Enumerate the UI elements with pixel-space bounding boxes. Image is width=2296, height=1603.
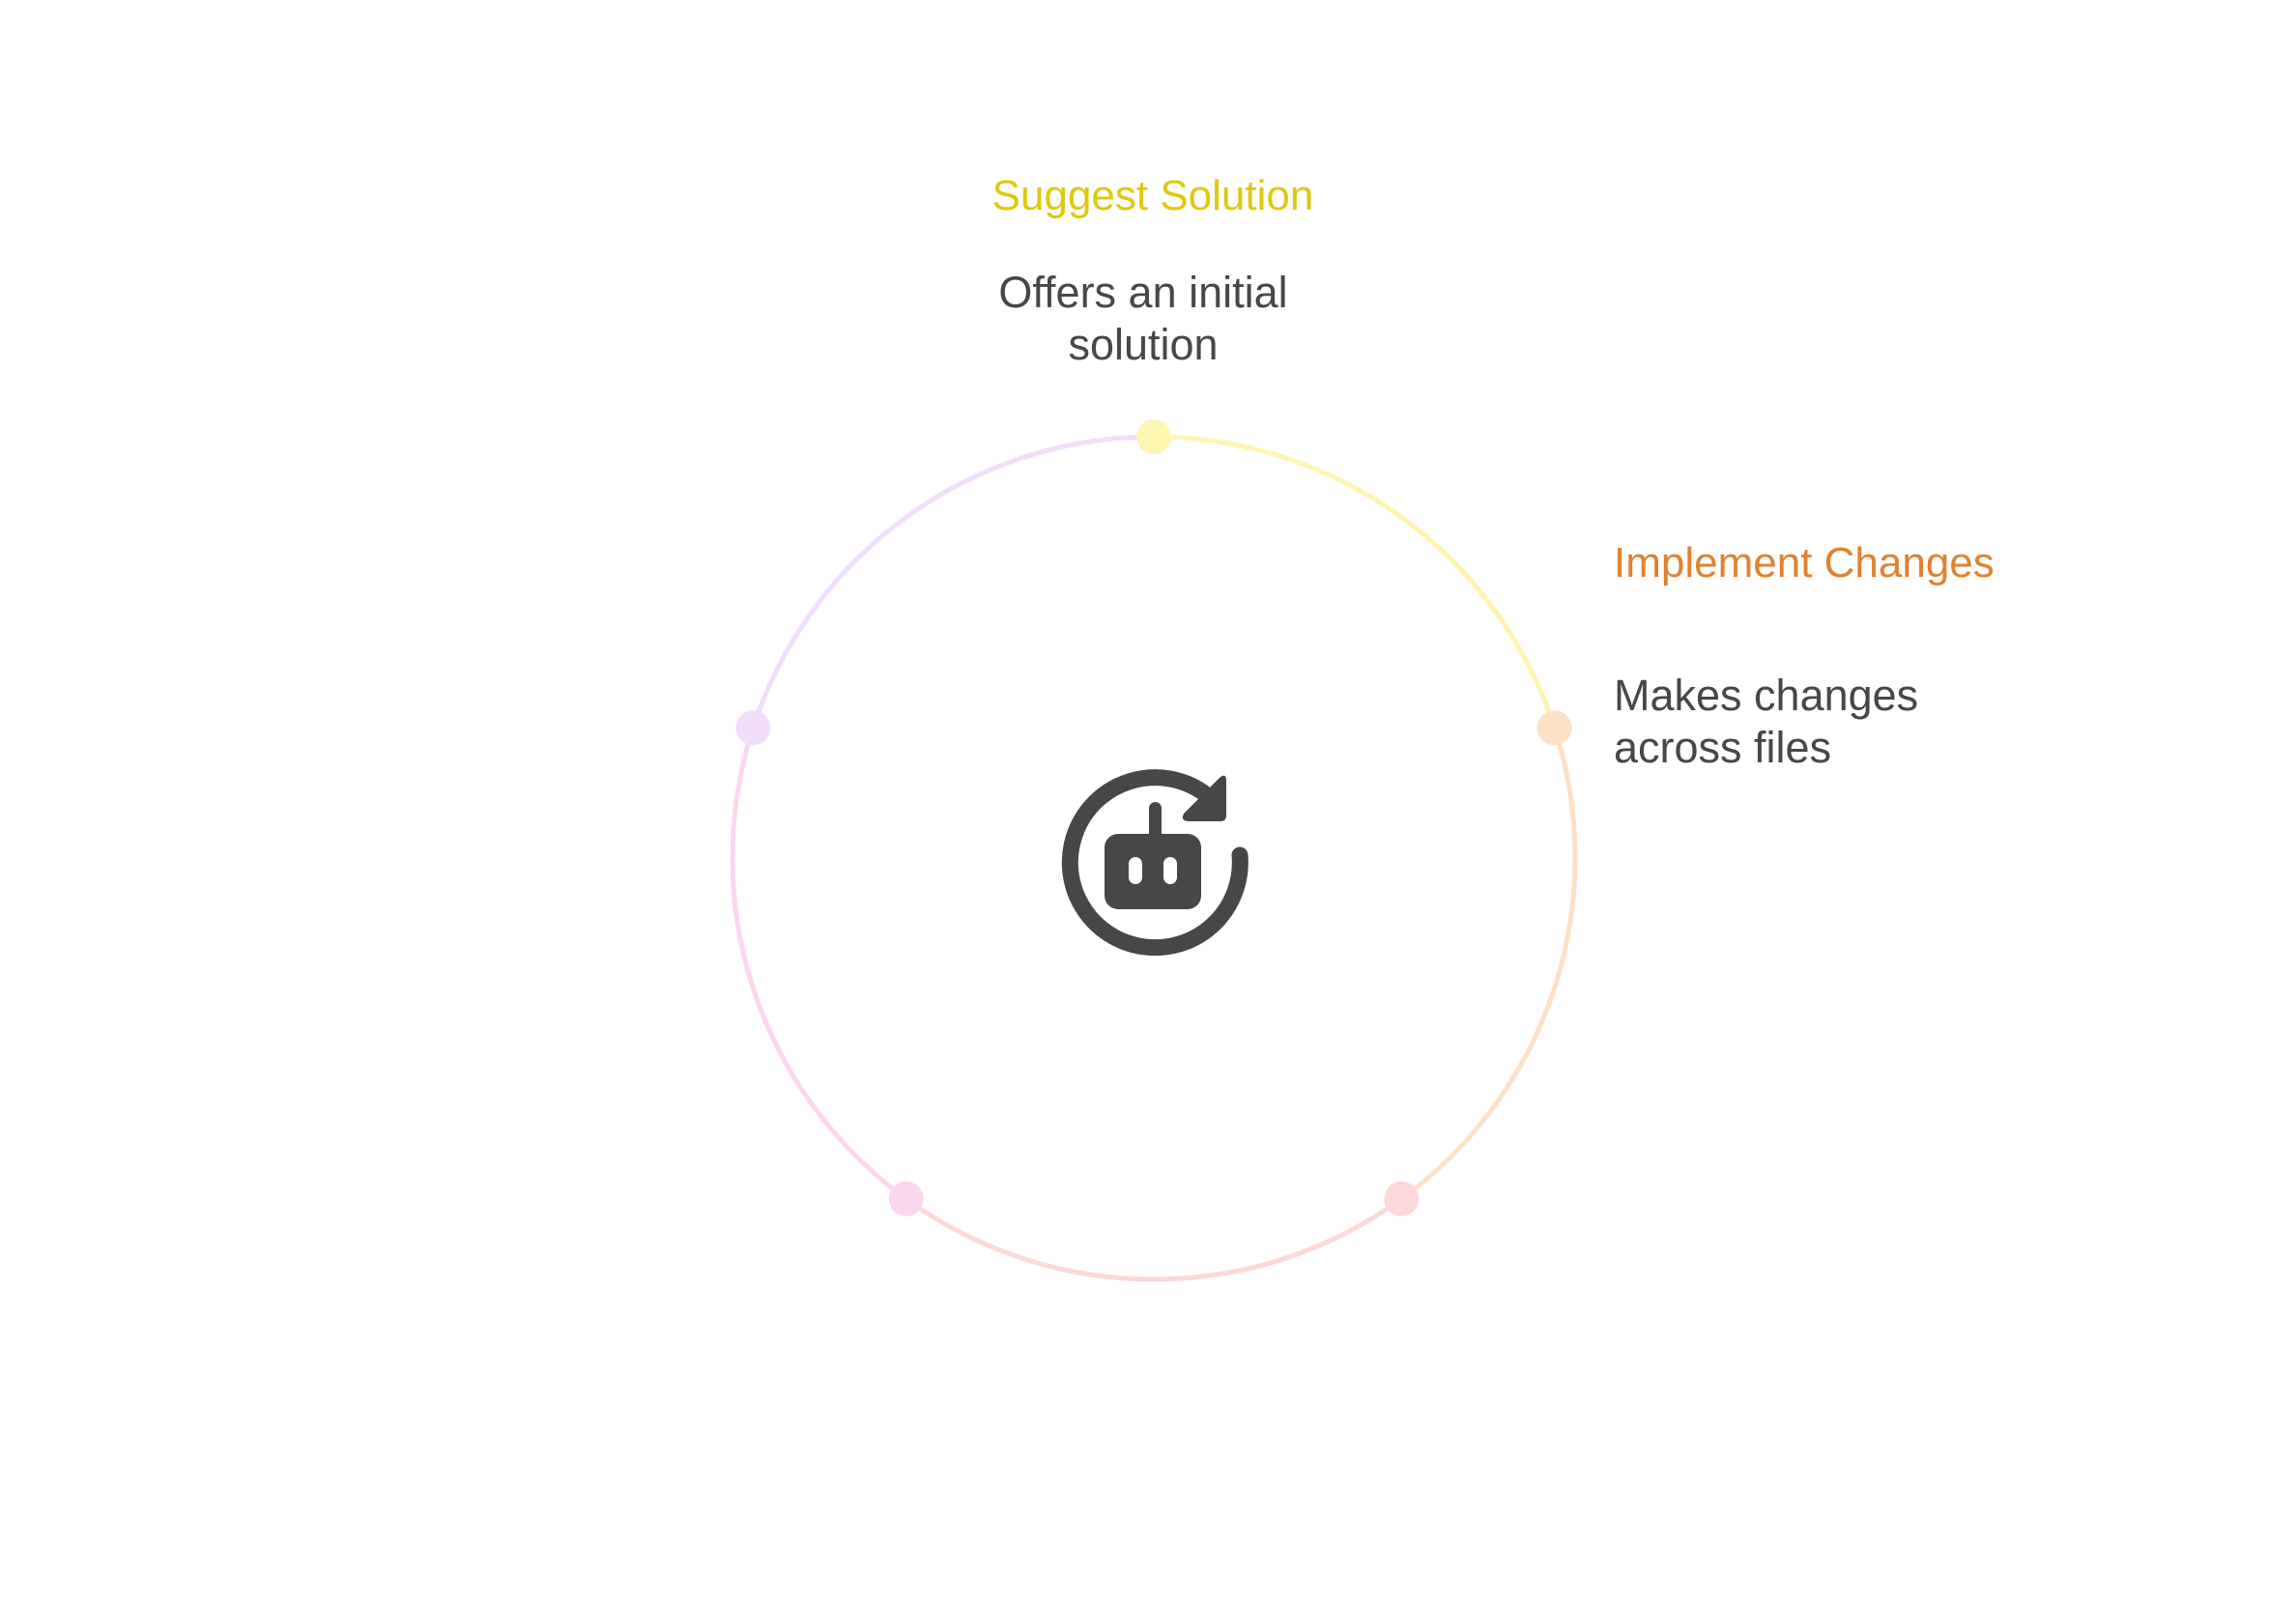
robot-refresh-icon bbox=[1061, 769, 1248, 957]
step-dot-3 bbox=[1384, 1181, 1420, 1217]
ring-arc-5 bbox=[750, 434, 1155, 730]
ring-arc-2 bbox=[1399, 727, 1578, 1201]
step-title-implement-changes: Implement Changes bbox=[1614, 539, 1995, 587]
step-description-implement-changes: Makes changes across files bbox=[1614, 671, 1919, 772]
step-dot-5 bbox=[735, 710, 771, 746]
step-description-suggest-solution: Offers an initial solution bbox=[998, 268, 1288, 369]
step-title-suggest-solution: Suggest Solution bbox=[991, 172, 1314, 219]
ring-arc-1 bbox=[1153, 434, 1558, 730]
ring-arc-3 bbox=[904, 1196, 1403, 1282]
step-dot-2 bbox=[1536, 710, 1572, 746]
step-dot-1 bbox=[1136, 419, 1171, 454]
ring-arc-4 bbox=[730, 727, 908, 1201]
step-dot-4 bbox=[888, 1181, 924, 1217]
